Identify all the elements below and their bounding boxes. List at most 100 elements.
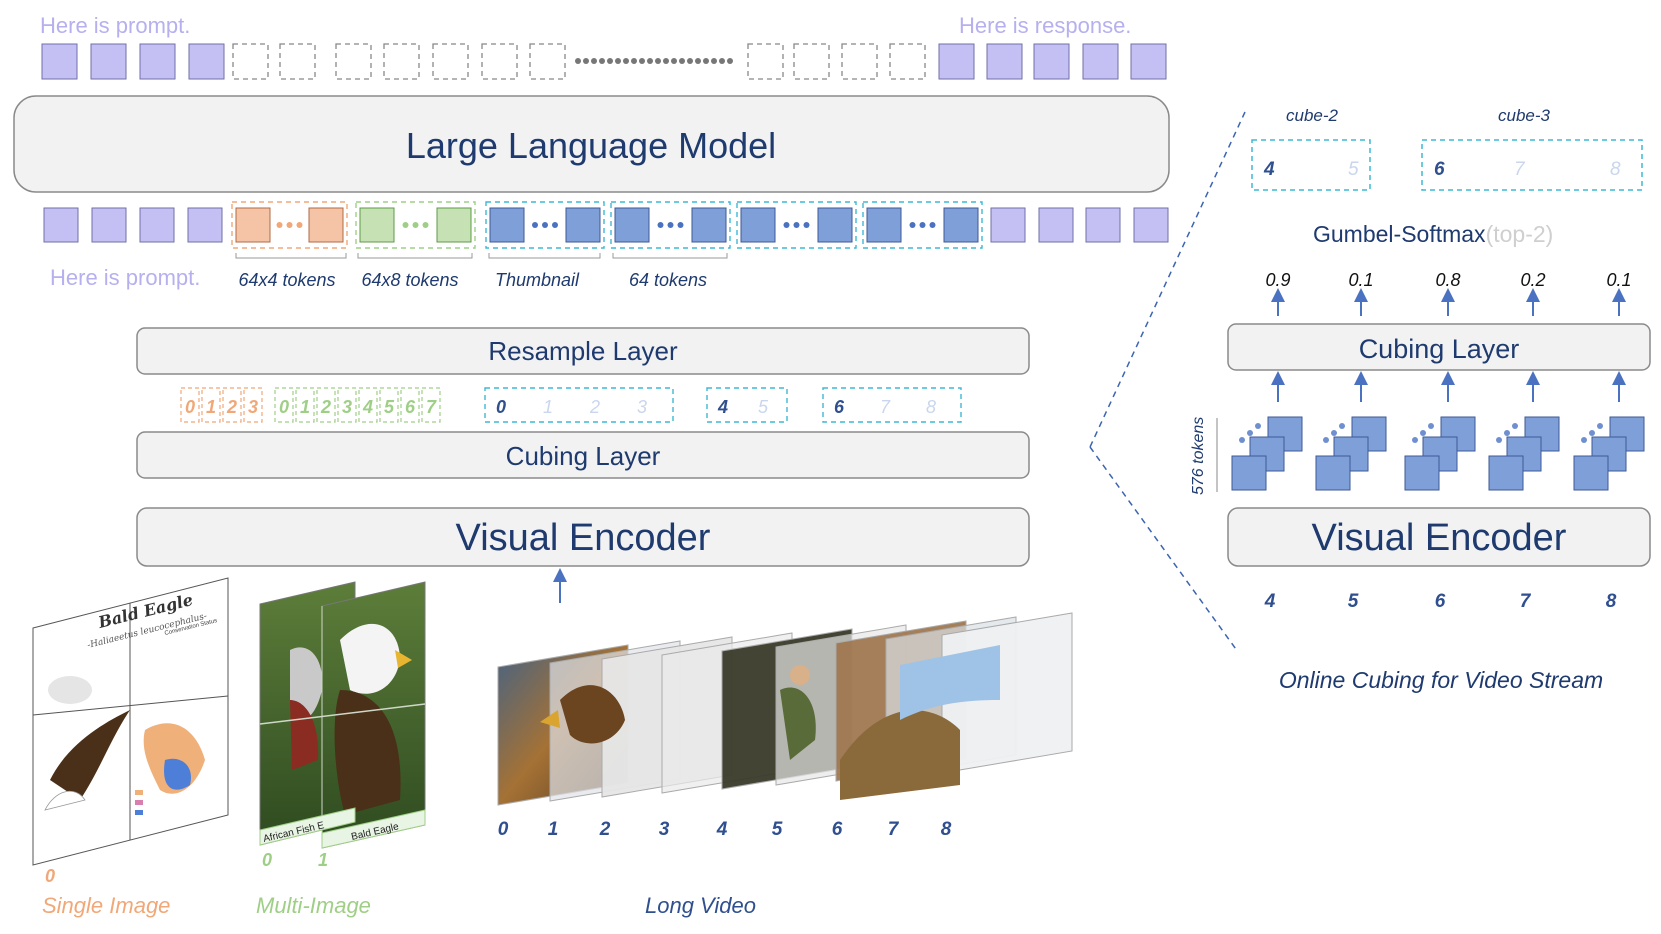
top-prompt-token xyxy=(90,43,127,80)
video-sky xyxy=(900,645,1000,720)
right-frame-index: 4 xyxy=(1264,591,1276,612)
multi-cube-box xyxy=(358,387,378,423)
suffix-token xyxy=(990,207,1026,243)
top-prompt-label: Here is prompt. xyxy=(40,13,190,38)
top-response-token xyxy=(1130,43,1167,80)
video-frame-index: 2 xyxy=(599,819,611,840)
video-cube-active-index: 6 xyxy=(834,397,845,417)
video-frame-index: 6 xyxy=(832,819,843,840)
stack-dot xyxy=(1339,423,1345,429)
cube-2-faded-index: 5 xyxy=(1348,159,1359,180)
top-ellipsis-dot xyxy=(647,58,653,64)
stack-token-back xyxy=(1351,416,1387,452)
multi-cube-index: 6 xyxy=(405,397,416,417)
right-cubing-layer-box xyxy=(1227,323,1651,371)
multi-image-index-1: 1 xyxy=(318,850,328,870)
stack-dot xyxy=(1323,437,1329,443)
top-response-token xyxy=(1033,43,1070,80)
video-thumbnail-group-frame xyxy=(485,201,605,249)
video-cube-faded-index: 2 xyxy=(589,397,600,417)
multi-image-group-frame xyxy=(355,201,476,249)
video-frame-group-2-token-last xyxy=(817,207,853,243)
multi-cube-index: 5 xyxy=(384,397,395,417)
top-ellipsis-dot xyxy=(663,58,669,64)
video-cube-box xyxy=(822,387,962,423)
prompt-token xyxy=(187,207,223,243)
video-frame-group-3-dot xyxy=(909,222,916,228)
stack-dot xyxy=(1420,430,1426,436)
video-frame-index: 0 xyxy=(498,819,509,840)
right-cubing-layer-label: Cubing Layer xyxy=(1359,334,1520,364)
top-response-token xyxy=(986,43,1023,80)
video-frame-group-2-dot xyxy=(793,222,800,228)
gumbel-score: 0.9 xyxy=(1265,270,1290,290)
stack-dot xyxy=(1428,423,1434,429)
stack-token-front xyxy=(1404,455,1440,491)
stack-dot xyxy=(1512,423,1518,429)
tokens-label: 576 tokens xyxy=(1190,417,1207,495)
visual-encoder-label: Visual Encoder xyxy=(456,517,711,559)
single-image-group-frame xyxy=(231,201,348,249)
video-frame-group-3-token-last xyxy=(943,207,979,243)
top-ellipsis-dot xyxy=(719,58,725,64)
multi-cube-box xyxy=(295,387,315,423)
gumbel-softmax-suffix: (top-2) xyxy=(1486,221,1554,247)
right-token-stacks xyxy=(1231,371,1645,491)
cube-3-faded-index-7: 7 xyxy=(1514,159,1526,180)
right-frame-index: 6 xyxy=(1435,591,1446,612)
top-ellipsis-dot xyxy=(591,58,597,64)
cube-2-box xyxy=(1251,139,1371,191)
top-ellipsis-dot xyxy=(583,58,589,64)
top-ellipsis-dot xyxy=(655,58,661,64)
multi-cube-index: 0 xyxy=(279,397,289,417)
stack-token-front xyxy=(1315,455,1351,491)
stack-dot xyxy=(1581,437,1587,443)
multi-cube-index: 3 xyxy=(342,397,352,417)
top-ellipsis-dot xyxy=(687,58,693,64)
group-bracket xyxy=(235,253,347,259)
stack-token-front xyxy=(1573,455,1609,491)
visual-encoder-box xyxy=(136,507,1030,567)
group-bracket xyxy=(488,253,601,259)
top-ellipsis-dot xyxy=(575,58,581,64)
top-empty-token xyxy=(279,43,316,80)
prompt-token xyxy=(43,207,79,243)
cube-3-box xyxy=(1421,139,1643,191)
group-label: 64 tokens xyxy=(629,270,707,290)
multi-cube-box xyxy=(337,387,357,423)
multi-cube-index: 7 xyxy=(426,397,437,417)
video-frame-index: 3 xyxy=(659,819,670,840)
top-ellipsis-dot xyxy=(671,58,677,64)
single-cube-box xyxy=(243,387,263,423)
right-frame-index: 7 xyxy=(1520,591,1532,612)
video-frame-group-1-token-first xyxy=(614,207,650,243)
video-falconer xyxy=(780,687,816,760)
top-ellipsis-dot xyxy=(695,58,701,64)
stack-token-front xyxy=(1488,455,1524,491)
top-response-token xyxy=(938,43,975,80)
stack-dot xyxy=(1412,437,1418,443)
top-empty-token xyxy=(793,43,830,80)
group-label: Thumbnail xyxy=(495,270,580,290)
single-image-index: 0 xyxy=(45,866,55,886)
single-image-group-dot xyxy=(286,222,293,228)
video-frame-group-3-dot xyxy=(919,222,926,228)
top-ellipsis-dot xyxy=(615,58,621,64)
multi-image-illustration: African Fish E Bald Eagle xyxy=(259,581,426,849)
top-prompt-token xyxy=(139,43,176,80)
video-frame-index: 1 xyxy=(548,819,559,840)
video-cube-faded-index: 1 xyxy=(543,397,553,417)
single-cube-box xyxy=(222,387,242,423)
right-frame-index: 8 xyxy=(1606,591,1617,612)
stack-dot xyxy=(1247,430,1253,436)
multi-cube-box xyxy=(400,387,420,423)
video-frame-index: 4 xyxy=(716,819,728,840)
single-image-group-token-last xyxy=(308,207,344,243)
video-frame-group-3-frame xyxy=(862,201,983,249)
multi-cube-box xyxy=(421,387,441,423)
stack-dot xyxy=(1597,423,1603,429)
